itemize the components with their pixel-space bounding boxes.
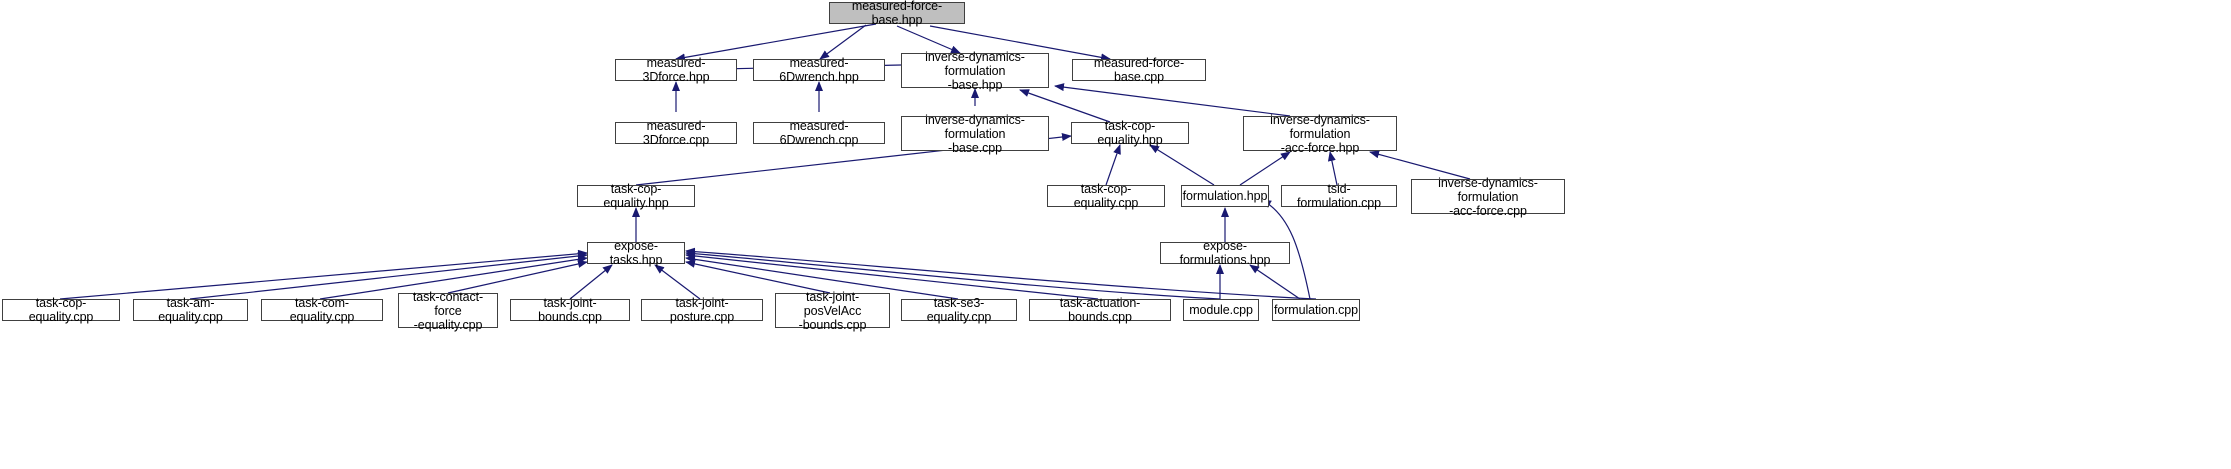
edge-modulecpp-to-exposetasks [685,249,1221,300]
node-inverse-dynamics-formulation-base-cpp[interactable]: inverse-dynamics-formulation -base.cpp [901,113,1049,155]
node-inverse-dynamics-formulation-base-hpp[interactable]: inverse-dynamics-formulation -base.hpp [901,50,1049,92]
edge-taskcopcpp-to-taskcop [1105,144,1121,186]
node-task-contact-force-equality-cpp[interactable]: task-contact-force -equality.cpp [398,290,498,332]
node-expose-tasks-hpp[interactable]: expose-tasks.hpp [587,239,685,267]
edge-formulationhpp-to-idfacc [1239,151,1291,186]
node-task-cop-equality-hpp-mid[interactable]: task-cop-equality.hpp [1071,119,1189,147]
node-measured-3Dforce-cpp[interactable]: measured-3Dforce.cpp [615,119,737,147]
node-label: task-contact-force -equality.cpp [412,289,484,332]
edge-actuationbounds-to-exposetasks [685,251,1099,300]
node-inverse-dynamics-formulation-acc-force-hpp[interactable]: inverse-dynamics-formulation -acc-force.… [1243,113,1397,155]
node-label: measured-3Dforce.hpp [642,56,710,84]
edge-jointposture-to-exposetasks [654,264,701,300]
node-label: measured-6Dwrench.cpp [779,119,859,147]
node-task-joint-bounds-cpp[interactable]: task-joint-bounds.cpp [510,296,630,324]
edge-se3equality-to-exposetasks [685,255,959,300]
edge-idfaccforce-to-idfbase [1054,83,1291,117]
node-label: formulation.cpp [1274,303,1358,317]
node-label: measured-6Dwrench.hpp [779,56,859,84]
edge-mfbcpp-to-root [929,25,1111,62]
node-task-joint-posVelAcc-bounds-cpp[interactable]: task-joint-posVelAcc -bounds.cpp [775,290,890,332]
node-module-cpp[interactable]: module.cpp [1183,299,1259,321]
node-formulation-hpp[interactable]: formulation.hpp [1181,185,1269,207]
node-label: measured-force-base.cpp [1093,56,1185,84]
edge-formulationhpp-to-taskcop [1149,144,1215,186]
node-label: inverse-dynamics-formulation -acc-force.… [1270,112,1370,155]
node-label: module.cpp [1189,303,1253,317]
node-label: task-joint-posture.cpp [669,296,735,324]
edge-idfbase-to-root [896,25,961,54]
edge-posvelacc-to-exposetasks [685,259,831,294]
node-label: task-joint-bounds.cpp [538,296,602,324]
edge-comequality-to-exposetasks [319,255,588,300]
edge-tsidformulation-to-idfacc [1327,151,1338,186]
node-task-se3-equality-cpp[interactable]: task-se3-equality.cpp [901,296,1017,324]
node-label: expose-tasks.hpp [609,239,663,267]
edge-formulationcpp-to-exposetasks [685,247,1317,300]
node-formulation-cpp[interactable]: formulation.cpp [1272,299,1360,321]
node-measured-force-base-hpp[interactable]: measured-force-base.hpp [829,0,965,27]
node-label: tsid-formulation.cpp [1297,182,1381,210]
node-measured-3Dforce-hpp[interactable]: measured-3Dforce.hpp [615,56,737,84]
edge-formulationcpp-to-exposeform [1249,264,1301,300]
node-measured-6Dwrench-hpp[interactable]: measured-6Dwrench.hpp [753,56,885,84]
node-task-joint-posture-cpp[interactable]: task-joint-posture.cpp [641,296,763,324]
node-measured-6Dwrench-cpp[interactable]: measured-6Dwrench.cpp [753,119,885,147]
node-label: task-cop-equality.cpp [28,296,94,324]
edge-contactforce-to-exposetasks [447,260,588,294]
node-task-com-equality-cpp[interactable]: task-com-equality.cpp [261,296,383,324]
edge-amequality-to-exposetasks [189,252,588,300]
node-label: task-am-equality.cpp [158,296,223,324]
node-tsid-formulation-cpp[interactable]: tsid-formulation.cpp [1281,182,1397,210]
node-label: task-com-equality.cpp [289,296,355,324]
node-task-actuation-bounds-cpp[interactable]: task-actuation-bounds.cpp [1029,296,1171,324]
node-label: inverse-dynamics-formulation -base.cpp [925,112,1025,155]
edge-formulationcpp-to-formulationhpp [1261,199,1311,300]
node-label: measured-force-base.hpp [851,0,943,27]
node-label: task-cop-equality.hpp [1097,119,1163,147]
node-label: task-cop-equality.cpp [1073,182,1139,210]
node-label: task-se3-equality.cpp [926,296,992,324]
node-label: task-actuation-bounds.cpp [1059,296,1141,324]
edge-taskcop-to-idfbase [1019,89,1111,123]
edge-taskcopcppbottom-to-exposetasks [59,249,588,300]
node-label: task-cop-equality.hpp [603,182,669,210]
edge-jointbounds-to-exposetasks [569,264,613,300]
node-inverse-dynamics-formulation-acc-force-cpp[interactable]: inverse-dynamics-formulation -acc-force.… [1411,176,1565,218]
edge-6dwrench-to-root [819,24,867,60]
edge-3dforce-to-root-2 [675,23,877,62]
node-label: inverse-dynamics-formulation -acc-force.… [1438,175,1538,218]
node-label: inverse-dynamics-formulation -base.hpp [925,49,1025,92]
node-task-am-equality-cpp[interactable]: task-am-equality.cpp [133,296,248,324]
node-expose-formulations-hpp[interactable]: expose-formulations.hpp [1160,239,1290,267]
node-task-cop-equality-cpp[interactable]: task-cop-equality.cpp [1047,182,1165,210]
node-label: measured-3Dforce.cpp [642,119,710,147]
node-task-cop-equality-cpp-bottom[interactable]: task-cop-equality.cpp [2,296,120,324]
node-task-cop-equality-hpp-left[interactable]: task-cop-equality.hpp [577,182,695,210]
edge-idfacccpp-to-idfacc [1369,150,1471,180]
node-label: expose-formulations.hpp [1179,239,1271,267]
node-measured-force-base-cpp[interactable]: measured-force-base.cpp [1072,56,1206,84]
node-label: task-joint-posVelAcc -bounds.cpp [798,289,867,332]
node-label: formulation.hpp [1182,189,1268,203]
